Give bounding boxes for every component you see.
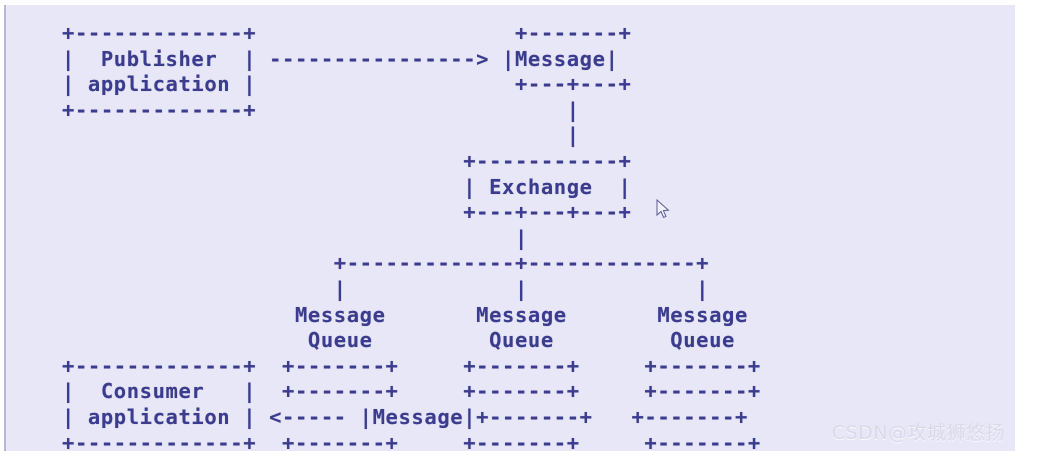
- csdn-watermark: CSDN@攻城狮悠扬: [831, 422, 1005, 444]
- top-gutter: [0, 0, 1045, 5]
- ascii-diagram: +-------------+ +-------+ | Publisher | …: [62, 21, 761, 451]
- diagram-canvas: +-------------+ +-------+ | Publisher | …: [4, 5, 1015, 451]
- right-gutter: [1015, 0, 1045, 451]
